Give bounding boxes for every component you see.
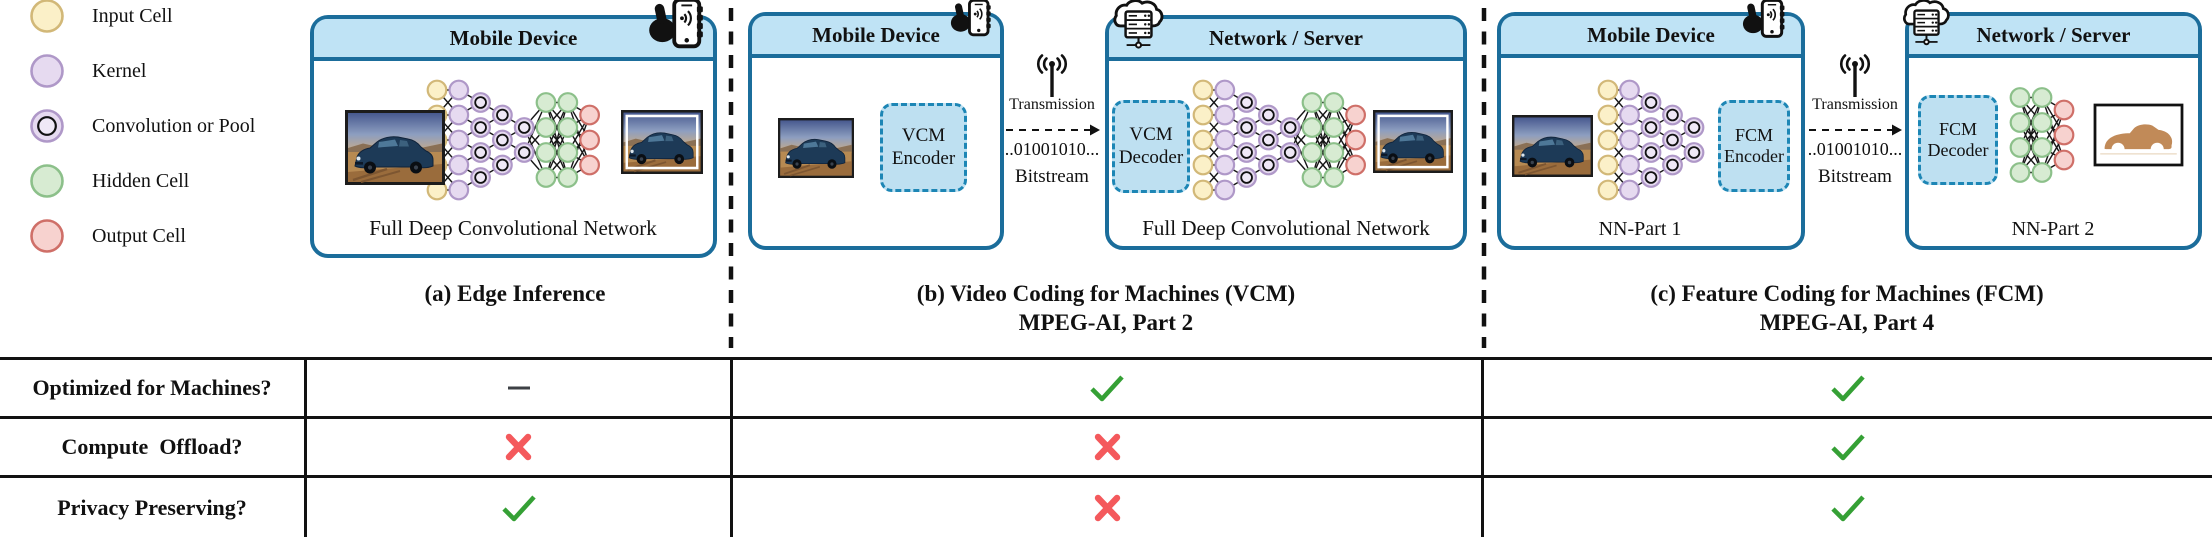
transmission-antenna-icon-c xyxy=(1840,54,1870,97)
panel-c-bitstream-label: Bitstream xyxy=(1818,166,1892,187)
nn-node-output xyxy=(30,219,64,253)
panel-b-transmission-label: Transmission xyxy=(1009,96,1095,113)
panel-b-server-title: Network / Server xyxy=(1109,19,1463,61)
fcm-encoder-box: FCM Encoder xyxy=(1718,100,1790,192)
panel-c-caption: (c) Feature Coding for Machines (FCM) MP… xyxy=(1647,280,2047,338)
output-cell-swatch-icon xyxy=(30,219,64,253)
panel-a-box-caption: Full Deep Convolutional Network xyxy=(369,216,657,240)
panel-b-box-caption: Full Deep Convolutional Network xyxy=(1142,216,1430,240)
input-cell-swatch-icon xyxy=(30,0,64,33)
vcm-decoder-box: VCM Decoder xyxy=(1112,100,1190,193)
bitstream-arrow-b xyxy=(1006,124,1100,136)
panel-b-caption-line1: (b) Video Coding for Machines (VCM) xyxy=(916,281,1296,306)
vcm-encoder-box: VCM Encoder xyxy=(880,103,967,192)
convpool-cell-swatch-icon xyxy=(30,109,64,143)
panel-c-caption-line2: MPEG-AI, Part 4 xyxy=(1759,309,1935,335)
legend-item-kernel: Kernel xyxy=(28,53,146,89)
dash-mark xyxy=(507,386,530,390)
convpool-ring xyxy=(37,116,57,136)
panel-b-bitstream-bits: ..01001010... xyxy=(1004,139,1100,159)
legend-item-label: Output Cell xyxy=(92,224,186,247)
comparison-table: Optimized for Machines?Compute Offload?P… xyxy=(0,357,2212,546)
legend-item-label: Convolution or Pool xyxy=(92,114,256,137)
check-mark xyxy=(1831,375,1865,402)
check-mark xyxy=(1831,434,1865,461)
legend-item-output: Output Cell xyxy=(28,218,186,254)
panel-c-caption-line1: (c) Feature Coding for Machines (FCM) xyxy=(1650,281,2044,306)
nn-node-hidden xyxy=(30,164,64,198)
panel-c-server-caption: NN-Part 2 xyxy=(2011,218,2095,240)
fcm-decoder-box: FCM Decoder xyxy=(1918,95,1998,185)
legend-item-convpool: Convolution or Pool xyxy=(28,108,255,144)
legend-item-label: Input Cell xyxy=(92,4,173,27)
panel-c-server-title: Network / Server xyxy=(1909,16,2198,58)
cross-mark xyxy=(505,433,532,461)
table-cell-c-row3 xyxy=(1484,478,2212,537)
hidden-cell-swatch-icon xyxy=(30,164,64,198)
table-cell-b-row2 xyxy=(733,419,1484,478)
panel-a-box-title: Mobile Device xyxy=(314,19,713,61)
panel-c-bitstream-bits: ..01001010... xyxy=(1807,139,1903,159)
table-cell-a-row1 xyxy=(307,360,733,419)
panel-b-caption: (b) Video Coding for Machines (VCM) MPEG… xyxy=(906,280,1306,338)
cross-mark xyxy=(1094,433,1120,461)
table-cell-c-row2 xyxy=(1484,419,2212,478)
table-cell-a-row2 xyxy=(307,419,733,478)
check-mark xyxy=(1831,494,1865,521)
legend-item-label: Kernel xyxy=(92,59,147,82)
cross-mark xyxy=(1094,494,1120,521)
legend-item-label: Hidden Cell xyxy=(92,169,190,192)
panel-b-caption-line2: MPEG-AI, Part 2 xyxy=(1018,309,1194,335)
panel-b-mobile-title: Mobile Device xyxy=(752,16,1000,58)
check-mark xyxy=(1090,375,1124,402)
panel-c-mobile-title: Mobile Device xyxy=(1501,16,1801,58)
table-row-header: Privacy Preserving? xyxy=(0,478,307,537)
nn-node-kernel xyxy=(30,54,64,88)
nn-node-input xyxy=(30,0,64,33)
panel-c-mobile-caption: NN-Part 1 xyxy=(1598,218,1682,240)
table-cell-b-row1 xyxy=(733,360,1484,419)
panel-b-bitstream-label: Bitstream xyxy=(1015,166,1089,187)
legend-item-hidden: Hidden Cell xyxy=(28,163,189,199)
bitstream-arrow-c xyxy=(1809,124,1902,136)
table-cell-b-row3 xyxy=(733,478,1484,537)
transmission-antenna-icon-b xyxy=(1037,54,1067,97)
check-mark xyxy=(501,494,536,521)
table-cell-a-row3 xyxy=(307,478,733,537)
legend-item-input: Input Cell xyxy=(28,0,173,34)
kernel-cell-swatch-icon xyxy=(30,54,64,88)
table-cell-c-row1 xyxy=(1484,360,2212,419)
panel-a-caption: (a) Edge Inference xyxy=(424,281,606,306)
table-row-header: Compute Offload? xyxy=(0,419,307,478)
panel-c-transmission-label: Transmission xyxy=(1812,96,1898,113)
table-row-header: Optimized for Machines? xyxy=(0,360,307,419)
